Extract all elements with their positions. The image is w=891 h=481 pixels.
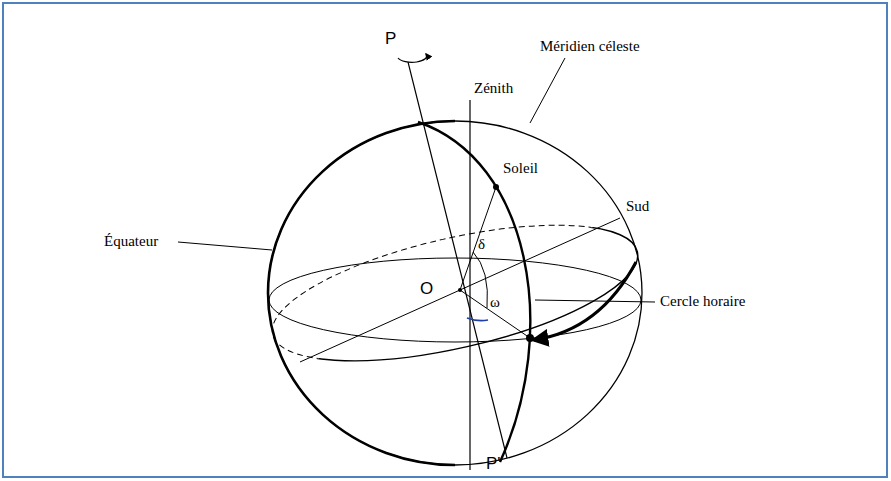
origin-dot <box>458 288 462 292</box>
figure-label: Équateur <box>104 233 158 250</box>
figure-label: Cercle horaire <box>660 293 745 310</box>
equator-back <box>260 198 649 388</box>
meridian-leader <box>530 58 565 123</box>
polar-axis <box>408 62 507 458</box>
sun-dot <box>493 184 499 190</box>
figure-label: P' <box>486 455 501 474</box>
frame <box>3 3 887 477</box>
equator-front <box>260 198 649 388</box>
figure-label: Sud <box>626 198 649 215</box>
equator-leader <box>178 242 272 250</box>
figure-label: δ <box>478 236 485 253</box>
equator-radius <box>460 290 530 338</box>
figure-label: Méridien céleste <box>540 38 640 55</box>
delta-arc <box>473 252 487 308</box>
hour-circle-leader <box>535 300 655 302</box>
horizon <box>269 258 641 342</box>
figure-label: Zénith <box>474 80 513 97</box>
rotation-symbol <box>398 54 427 62</box>
sphere-outline <box>268 121 642 465</box>
meridian-bold <box>268 121 455 465</box>
omega-arc <box>467 318 488 321</box>
figure-label: P <box>385 30 396 49</box>
figure-label: O <box>420 280 433 299</box>
south-line <box>300 218 620 362</box>
equator-dot <box>526 334 534 342</box>
sun-radius <box>460 187 496 290</box>
figure-label: ω <box>490 294 500 311</box>
figure-label: Soleil <box>503 160 538 177</box>
